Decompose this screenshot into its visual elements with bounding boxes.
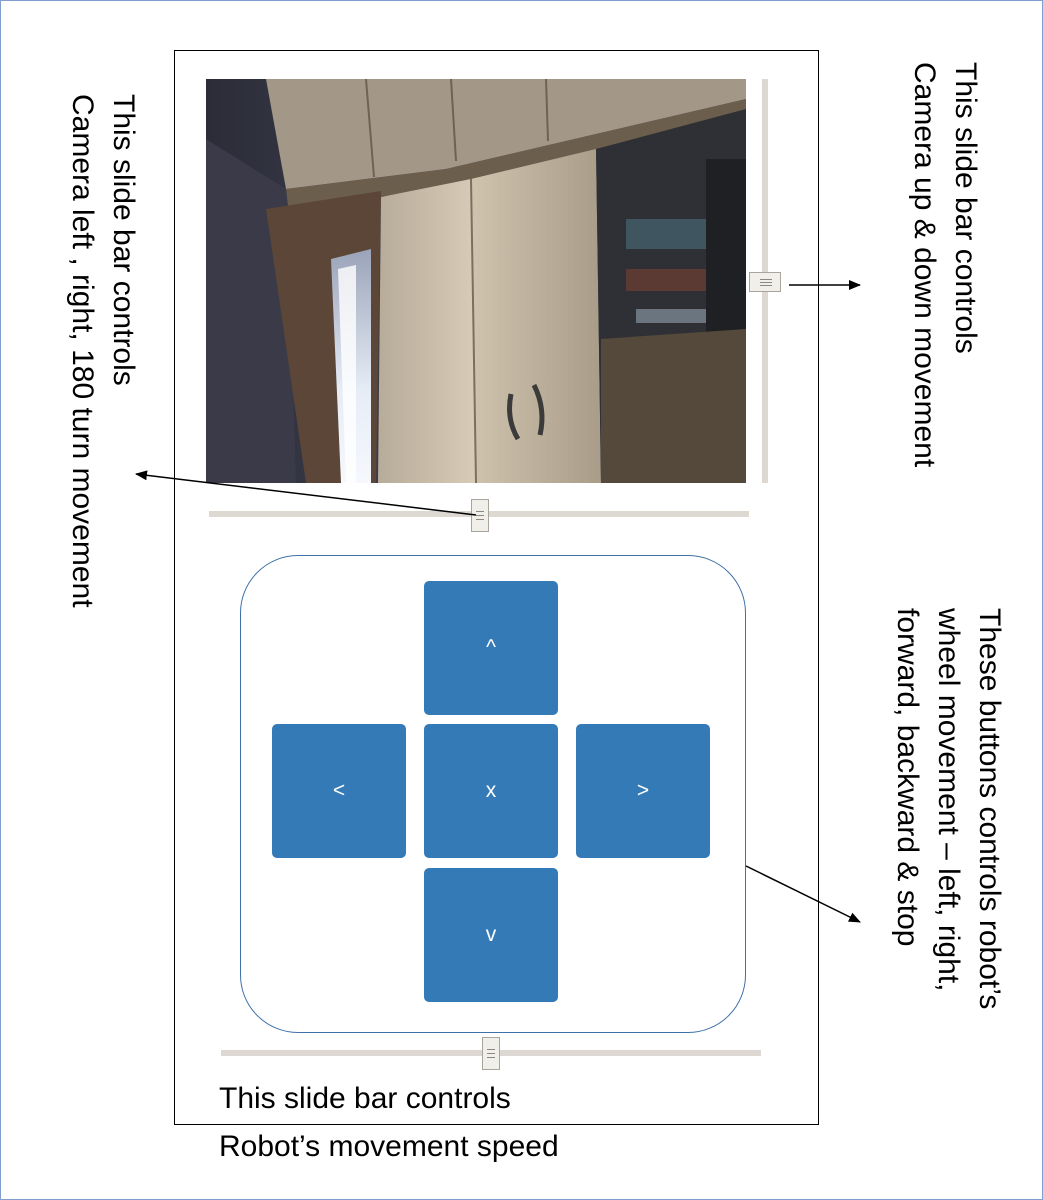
backward-button[interactable]: v bbox=[424, 868, 558, 1002]
forward-button[interactable]: ^ bbox=[424, 581, 558, 715]
wheel-buttons-arrow bbox=[745, 865, 861, 923]
camera-tilt-slider-thumb[interactable] bbox=[749, 272, 781, 292]
stop-button[interactable]: x bbox=[424, 724, 558, 858]
camera-pan-arrow bbox=[135, 470, 477, 516]
right-button[interactable]: > bbox=[576, 724, 710, 858]
slider-grip-icon bbox=[476, 511, 484, 512]
slider-grip-icon bbox=[760, 282, 772, 283]
slider-grip-icon bbox=[476, 519, 484, 520]
slider-grip-icon bbox=[487, 1049, 495, 1050]
left-button[interactable]: < bbox=[272, 724, 406, 858]
slider-grip-icon bbox=[760, 285, 772, 286]
camera-pan-slider-thumb[interactable] bbox=[471, 499, 489, 532]
slider-grip-icon bbox=[487, 1053, 495, 1054]
slider-grip-icon bbox=[760, 279, 772, 280]
slider-grip-icon bbox=[476, 515, 484, 516]
slider-grip-icon bbox=[487, 1057, 495, 1058]
camera-feed-image bbox=[206, 79, 746, 483]
speed-note-line1: This slide bar controls bbox=[219, 1082, 511, 1115]
speed-note-line2: Robot’s movement speed bbox=[219, 1130, 559, 1163]
speed-slider-thumb[interactable] bbox=[482, 1037, 500, 1070]
camera-feed-drawing bbox=[206, 79, 746, 483]
